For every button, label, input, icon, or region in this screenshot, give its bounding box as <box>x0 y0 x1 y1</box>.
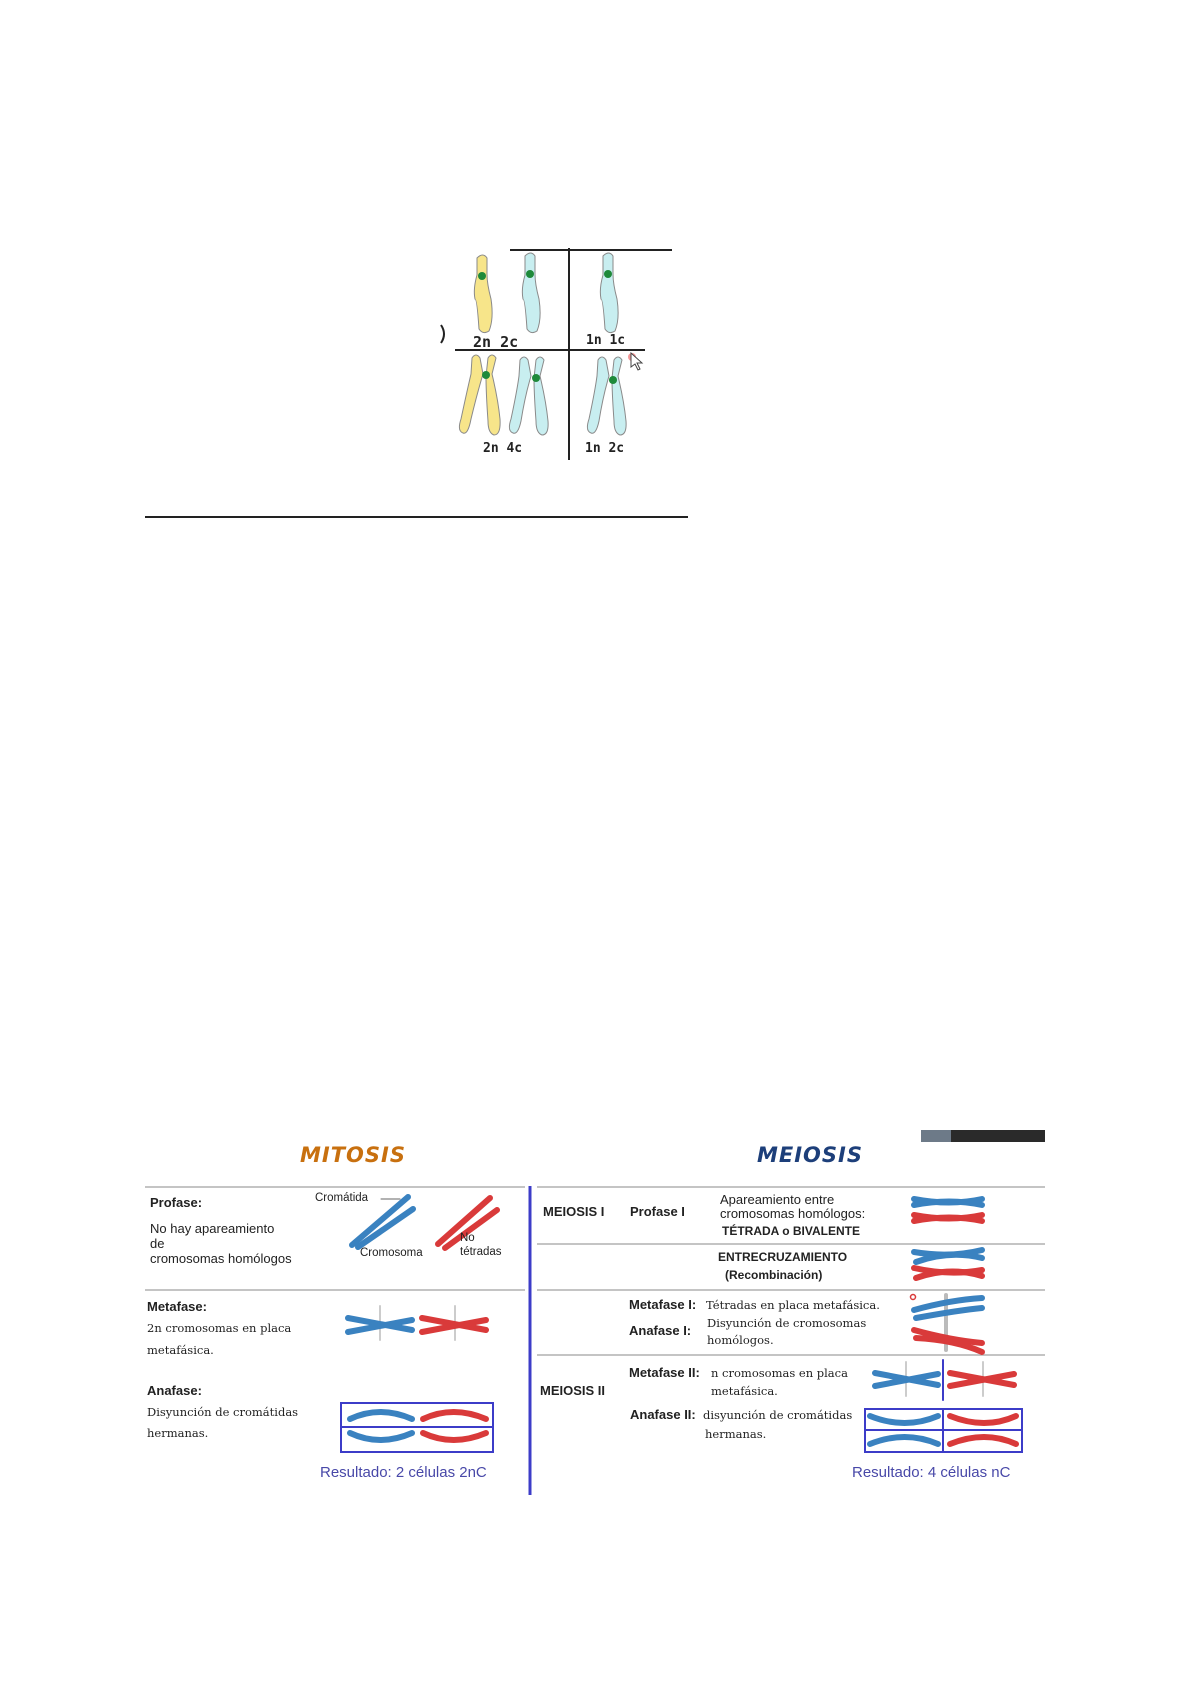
mitosis-metafase-text-1: 2n cromosomas en placa <box>147 1321 292 1335</box>
anafase-1-text-1: Disyunción de cromosomas <box>707 1316 867 1330</box>
mitosis-profase-text-3: cromosomas homólogos <box>150 1251 292 1266</box>
anafase-2-text-2: hermanas. <box>705 1427 767 1441</box>
cursor-icon <box>630 351 644 371</box>
chromosome-drawing <box>145 248 688 518</box>
profase-1-label: Profase I <box>630 1204 685 1219</box>
meiosis-1-label: MEIOSIS I <box>543 1204 605 1219</box>
label-tetradas: tétradas <box>460 1246 502 1258</box>
mitosis-profase-text-2: de <box>150 1236 165 1251</box>
label-2n-4c: 2n 4c <box>483 441 523 456</box>
anafase-1-label: Anafase I: <box>629 1323 692 1338</box>
meiosis-2-label: MEIOSIS II <box>540 1383 606 1398</box>
metafase-1-label: Metafase I: <box>629 1297 697 1312</box>
crossing-over-label: ENTRECRUZAMIENTO <box>718 1250 848 1264</box>
mitosis-metafase-title: Metafase: <box>147 1299 207 1314</box>
mitosis-result: Resultado: 2 células 2nC <box>320 1464 487 1481</box>
label-cromosoma: Cromosoma <box>360 1247 423 1259</box>
video-thumbnail-corner <box>921 1130 1045 1142</box>
anafase-1-text-2: homólogos. <box>707 1333 774 1347</box>
mitosis-profase-title: Profase: <box>150 1195 203 1210</box>
profase-1-text-3: TÉTRADA o BIVALENTE <box>722 1224 860 1238</box>
mitosis-title: MITOSIS <box>300 1143 406 1167</box>
label-cromatida: Cromátida <box>315 1192 369 1204</box>
metafase-2-label: Metafase II: <box>629 1365 700 1380</box>
anafase-2-text-1: disyunción de cromátidas <box>703 1408 853 1422</box>
metafase-1-text: Tétradas en placa metafásica. <box>706 1298 880 1312</box>
metafase-2-text-1: n cromosomas en placa <box>711 1366 848 1380</box>
profase-1-text-1: Apareamiento entre <box>720 1192 835 1207</box>
mitosis-profase-text-1: No hay apareamiento <box>150 1221 275 1236</box>
metafase-2-text-2: metafásica. <box>711 1384 778 1398</box>
label-no: No <box>460 1232 475 1244</box>
mitosis-anafase-title: Anafase: <box>147 1383 202 1398</box>
label-2n-2c: 2n 2c <box>473 333 519 351</box>
mitosis-metafase-text-2: metafásica. <box>147 1343 214 1357</box>
label-1n-2c: 1n 2c <box>585 441 625 456</box>
meiosis-title: MEIOSIS <box>757 1143 863 1167</box>
mitosis-anafase-text-1: Disyunción de cromátidas <box>147 1405 299 1419</box>
profase-1-text-2: cromosomas homólogos: <box>720 1206 866 1221</box>
anafase-2-label: Anafase II: <box>630 1407 696 1422</box>
recombination-label: (Recombinación) <box>725 1268 823 1282</box>
label-1n-1c: 1n 1c <box>586 333 626 348</box>
meiosis-result: Resultado: 4 células nC <box>852 1464 1011 1481</box>
mitosis-anafase-text-2: hermanas. <box>147 1426 209 1440</box>
